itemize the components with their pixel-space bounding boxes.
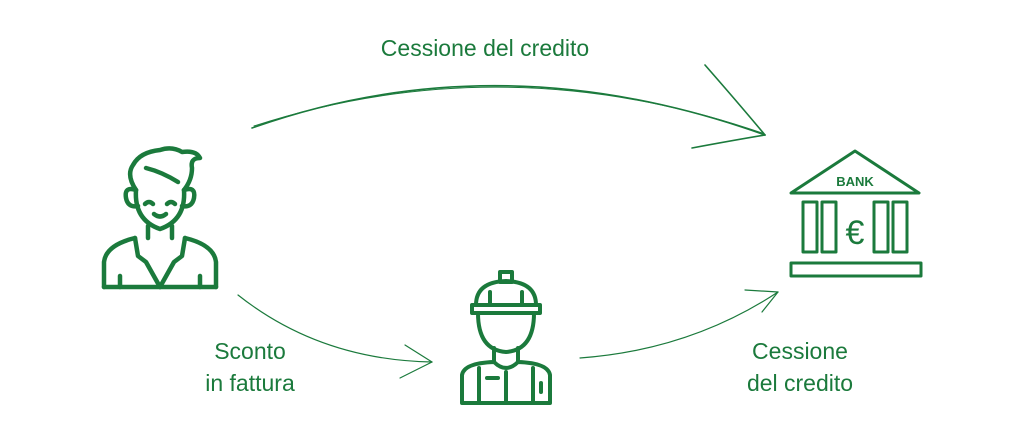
bank-sign: BANK <box>836 174 874 189</box>
person-icon <box>101 146 219 290</box>
worker-helmet-icon <box>460 270 552 405</box>
euro-symbol: € <box>846 214 865 252</box>
right-arrow-label-line1: Cessione <box>752 338 848 364</box>
left-arrow-label-line2: in fattura <box>205 370 295 396</box>
top-arrow-label: Cessione del credito <box>380 35 590 61</box>
arrow-client-to-bank <box>251 64 766 149</box>
left-arrow-label-line1: Sconto <box>214 338 286 364</box>
right-arrow-label-line2: del credito <box>746 370 854 396</box>
bank-icon: BANK € <box>789 149 923 278</box>
arrow-client-to-contractor <box>237 294 433 379</box>
arrow-contractor-to-bank <box>579 289 779 359</box>
